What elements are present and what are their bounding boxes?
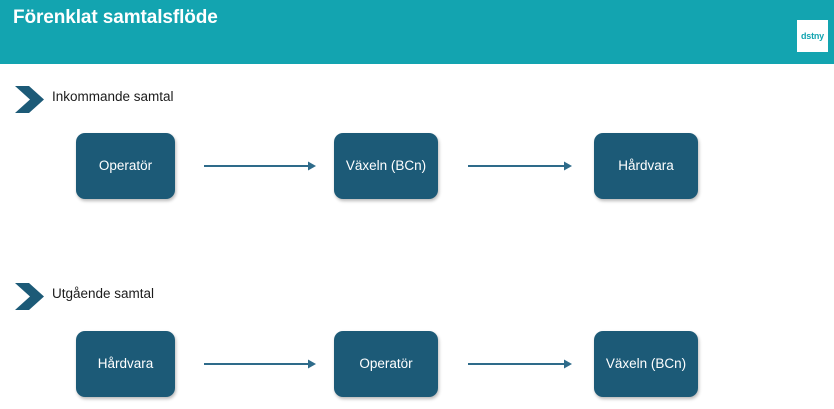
flow-connector-arrow-outgoing-1 [204, 357, 316, 371]
section-label-outgoing: Utgående samtal [52, 286, 155, 301]
flow-row-outgoing: Hårdvara Operatör Växeln (BCn) [0, 331, 834, 397]
dstny-logo: dstny [797, 20, 828, 52]
flow-connector-arrow-incoming-2 [468, 159, 572, 173]
flow-connector-arrow-incoming-1 [204, 159, 316, 173]
page-title: Förenklat samtalsflöde [13, 7, 218, 28]
flow-connector-arrow-outgoing-2 [468, 357, 572, 371]
flow-node-label: Operatör [359, 356, 413, 372]
diagram-canvas: Inkommande samtal Operatör Växeln (BCn) … [0, 64, 834, 409]
flow-node-label: Växeln (BCn) [345, 158, 427, 174]
flow-node-incoming-2[interactable]: Växeln (BCn) [334, 133, 438, 199]
chevron-right-icon [15, 283, 45, 310]
flow-node-incoming-3[interactable]: Hårdvara [594, 133, 698, 199]
flow-node-label: Hårdvara [97, 356, 154, 372]
section-label-incoming: Inkommande samtal [52, 89, 174, 104]
flow-node-label: Hårdvara [618, 158, 674, 174]
flow-node-label: Växeln (BCn) [605, 356, 687, 372]
logo-wordmark: dstny [800, 30, 824, 41]
flow-node-incoming-1[interactable]: Operatör [76, 133, 175, 199]
chevron-right-icon [15, 86, 45, 113]
flow-node-outgoing-2[interactable]: Operatör [334, 331, 438, 397]
flow-node-label: Operatör [98, 158, 153, 174]
header-bar: Förenklat samtalsflöde dstny [0, 0, 834, 64]
flow-node-outgoing-1[interactable]: Hårdvara [76, 331, 175, 397]
flow-row-incoming: Operatör Växeln (BCn) Hårdvara [0, 133, 834, 199]
flow-node-outgoing-3[interactable]: Växeln (BCn) [594, 331, 698, 397]
